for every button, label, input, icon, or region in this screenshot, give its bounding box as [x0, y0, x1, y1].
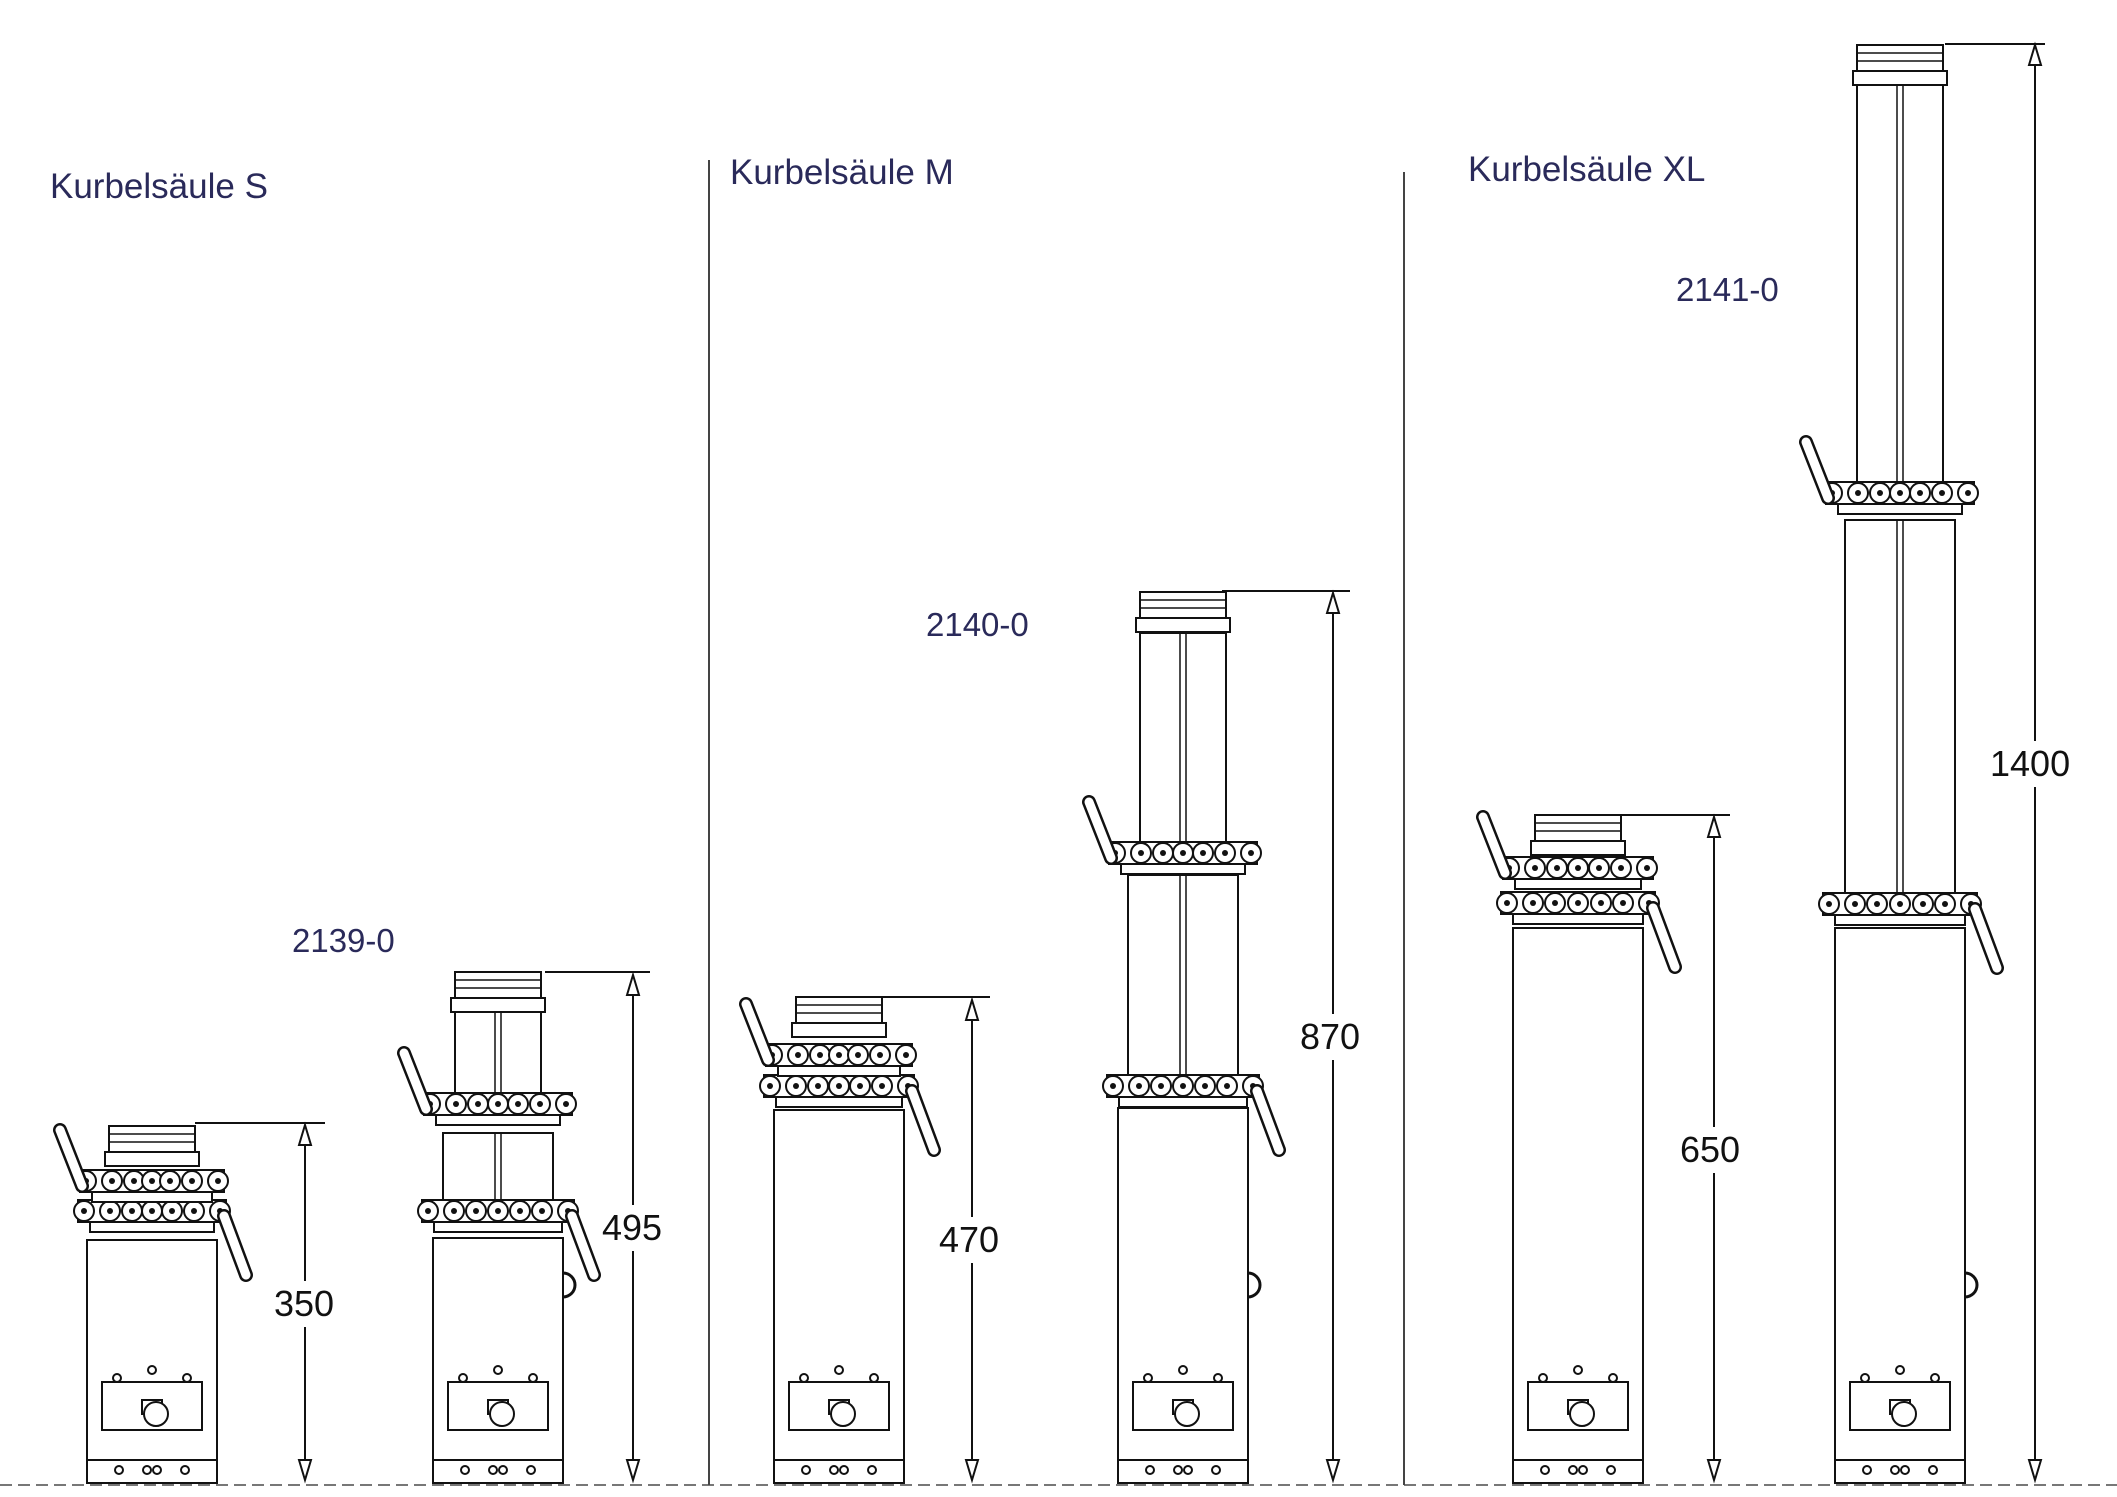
- column-m-open: [1082, 591, 1286, 1484]
- screw-icon: [1890, 1465, 1900, 1475]
- column-s-closed: [53, 1123, 253, 1484]
- screw-icon: [498, 1465, 508, 1475]
- telescopic-tube: [1127, 874, 1239, 1076]
- height-label-m-closed: 470: [939, 1217, 1000, 1263]
- telescopic-tube: [1856, 84, 1944, 483]
- screw-icon: [1540, 1465, 1550, 1475]
- screw-icon: [1606, 1465, 1616, 1475]
- top-cap: [454, 971, 542, 999]
- column-xl-open: [1799, 44, 2004, 1484]
- screw-icon: [114, 1465, 124, 1475]
- column-xl-closed: [1476, 810, 1682, 1484]
- section-title-m: Kurbelsäule M: [730, 153, 954, 192]
- height-label-xl-closed: 650: [1680, 1127, 1741, 1173]
- screw-icon: [142, 1465, 152, 1475]
- screw-icon: [1862, 1465, 1872, 1475]
- base-housing: [86, 1239, 218, 1484]
- column-s-open: [397, 971, 601, 1484]
- height-label-s-open: 495: [602, 1205, 663, 1251]
- product-code-xl: 2141-0: [1676, 271, 1779, 308]
- crank-knob: [489, 1401, 515, 1427]
- screw-icon: [1573, 1365, 1583, 1375]
- product-code-m: 2140-0: [926, 606, 1029, 643]
- height-label-m-open: 870: [1300, 1014, 1361, 1060]
- crank-knob: [1891, 1401, 1917, 1427]
- separator-s-m: [708, 160, 710, 1485]
- screw-icon: [1538, 1373, 1548, 1383]
- screw-icon: [1568, 1465, 1578, 1475]
- height-label-xl-open: 1400: [1990, 741, 2071, 787]
- top-cap: [795, 996, 883, 1024]
- screw-icon: [488, 1465, 498, 1475]
- screw-icon: [829, 1465, 839, 1475]
- top-cap: [108, 1125, 196, 1153]
- screw-icon: [112, 1373, 122, 1383]
- screw-icon: [460, 1465, 470, 1475]
- screw-icon: [1578, 1465, 1588, 1475]
- screw-icon: [152, 1465, 162, 1475]
- side-knob-icon: [1247, 1271, 1262, 1299]
- screw-icon: [1213, 1373, 1223, 1383]
- screw-icon: [839, 1465, 849, 1475]
- screw-icon: [1928, 1465, 1938, 1475]
- section-title-s: Kurbelsäule S: [50, 167, 268, 206]
- screw-icon: [1178, 1365, 1188, 1375]
- product-code-s: 2139-0: [292, 922, 395, 959]
- screw-icon: [801, 1465, 811, 1475]
- screw-icon: [1173, 1465, 1183, 1475]
- screw-icon: [493, 1365, 503, 1375]
- screw-icon: [147, 1365, 157, 1375]
- base-housing: [432, 1237, 564, 1484]
- screw-icon: [458, 1373, 468, 1383]
- screw-icon: [526, 1465, 536, 1475]
- telescopic-tube: [1139, 632, 1227, 843]
- screw-icon: [1211, 1465, 1221, 1475]
- telescopic-tube: [454, 1011, 542, 1094]
- screw-icon: [1860, 1373, 1870, 1383]
- top-cap: [1139, 591, 1227, 619]
- section-title-xl: Kurbelsäule XL: [1468, 150, 1706, 189]
- side-knob-icon: [1964, 1271, 1979, 1299]
- crank-knob: [1569, 1401, 1595, 1427]
- side-knob-icon: [562, 1271, 577, 1299]
- screw-icon: [799, 1373, 809, 1383]
- screw-icon: [182, 1373, 192, 1383]
- screw-icon: [869, 1373, 879, 1383]
- crank-knob: [143, 1401, 169, 1427]
- screw-icon: [1895, 1365, 1905, 1375]
- height-label-s-closed: 350: [274, 1281, 335, 1327]
- screw-icon: [1183, 1465, 1193, 1475]
- crank-knob: [830, 1401, 856, 1427]
- telescopic-tube: [1844, 519, 1956, 894]
- screw-icon: [528, 1373, 538, 1383]
- screw-icon: [1900, 1465, 1910, 1475]
- screw-icon: [1608, 1373, 1618, 1383]
- top-cap: [1534, 814, 1622, 842]
- crank-knob: [1174, 1401, 1200, 1427]
- screw-icon: [180, 1465, 190, 1475]
- top-cap: [1856, 44, 1944, 72]
- screw-icon: [1143, 1373, 1153, 1383]
- telescopic-tube: [442, 1132, 554, 1201]
- column-m-closed: [739, 996, 941, 1484]
- separator-m-xl: [1403, 172, 1405, 1485]
- screw-icon: [834, 1365, 844, 1375]
- screw-icon: [867, 1465, 877, 1475]
- screw-icon: [1930, 1373, 1940, 1383]
- screw-icon: [1145, 1465, 1155, 1475]
